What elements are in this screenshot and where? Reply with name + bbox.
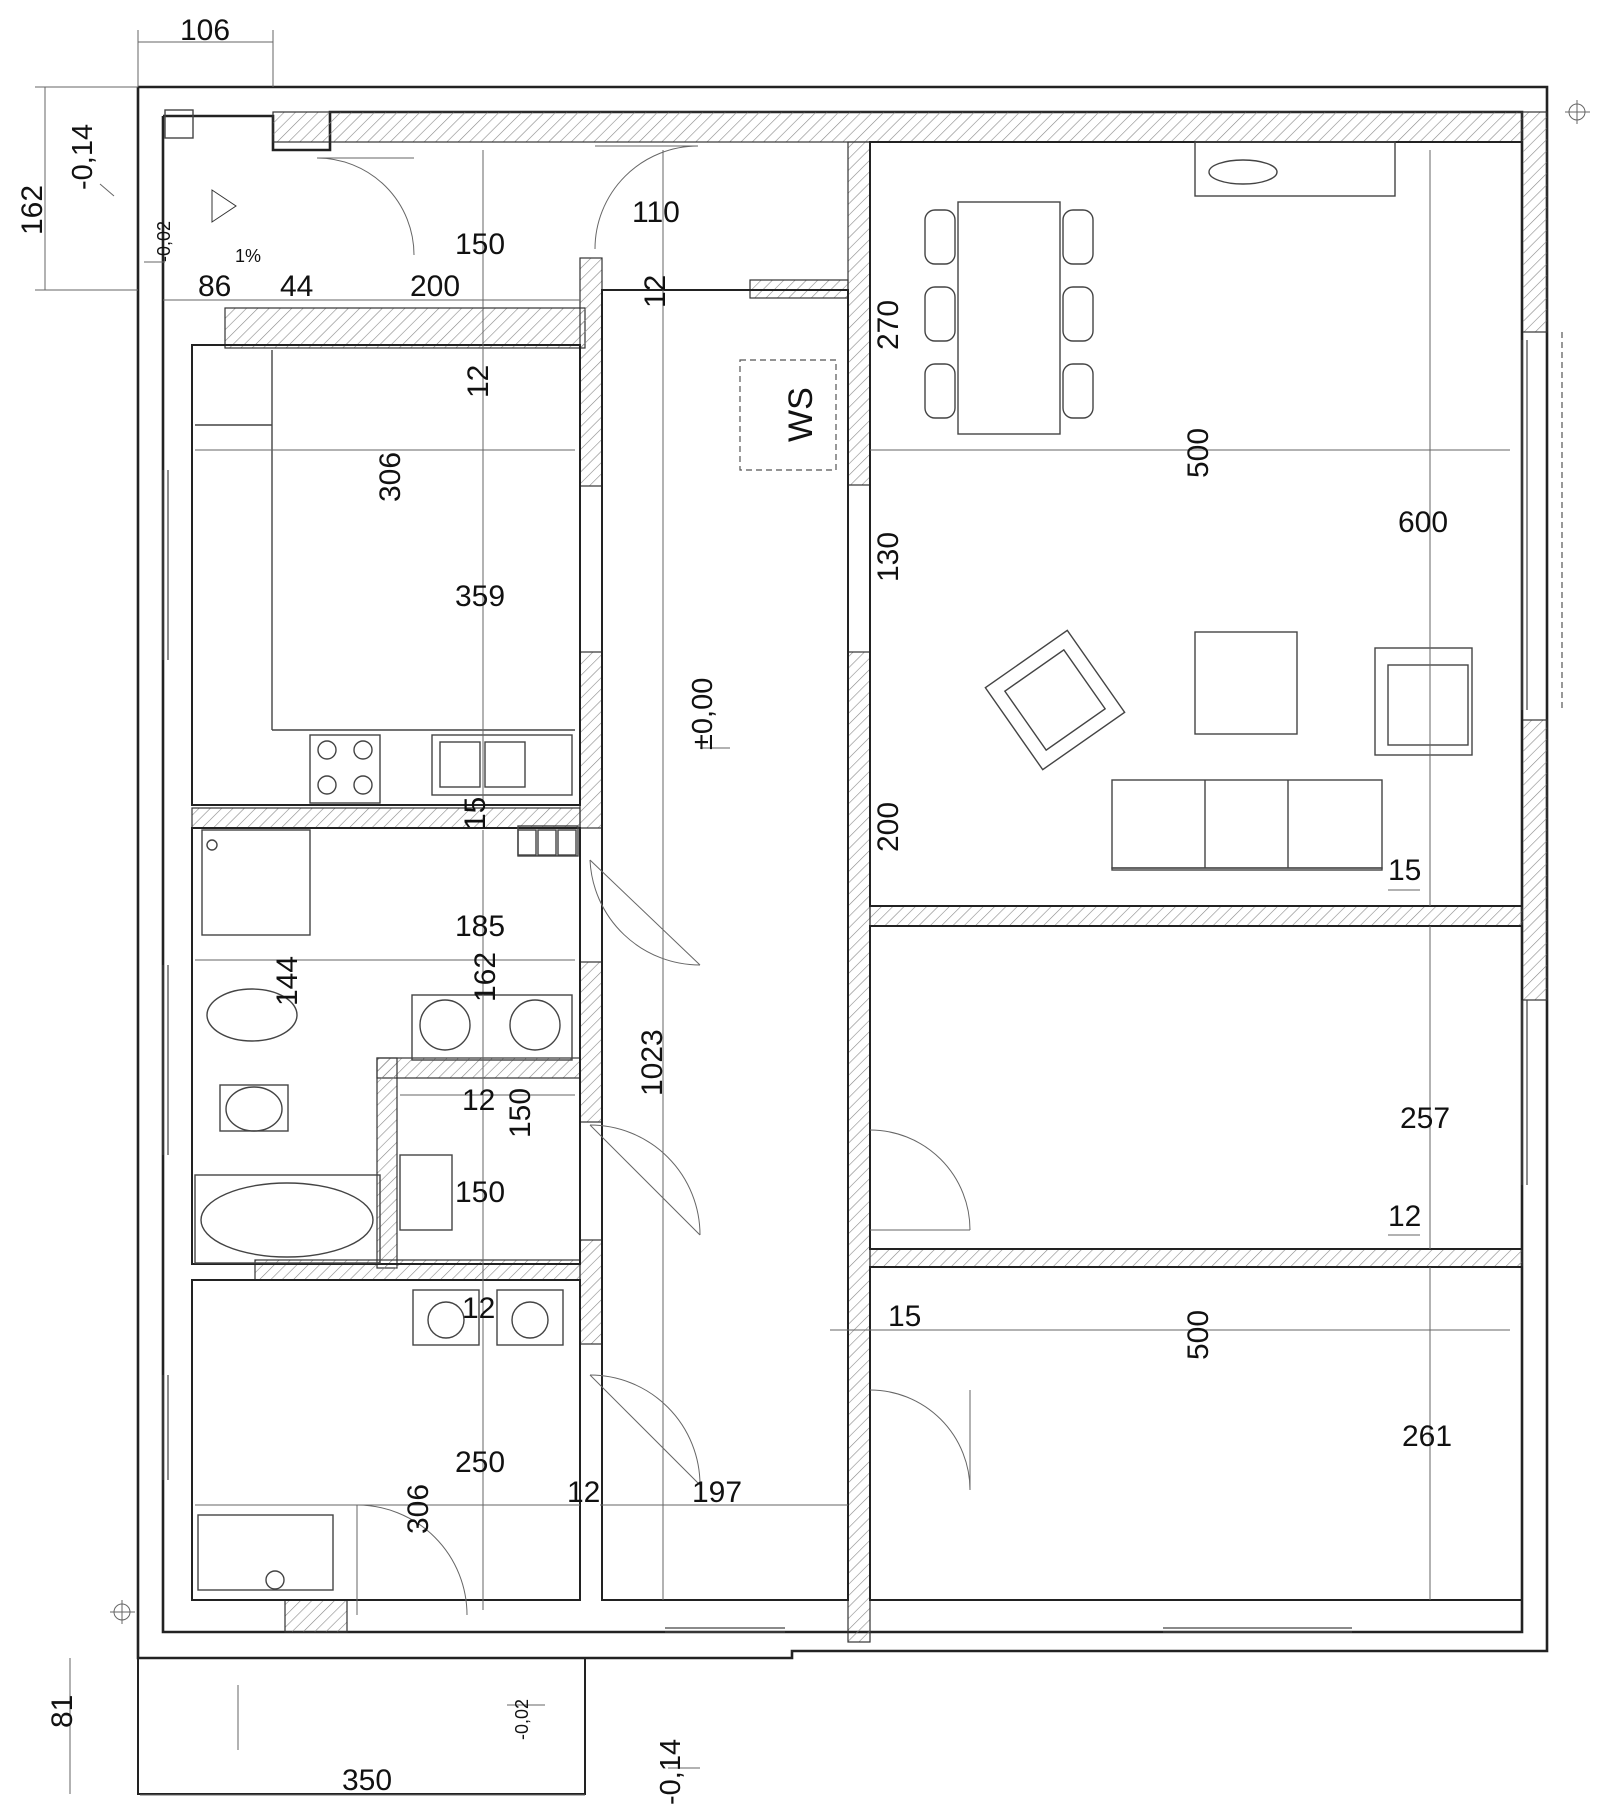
kitchen-fixtures — [195, 350, 579, 857]
dim-wc-width: 150 — [455, 1176, 505, 1209]
dim-bed2-wall: 15 — [888, 1300, 921, 1333]
dim-hall-width: 197 — [692, 1476, 742, 1509]
dim-vestibule-44: 44 — [280, 270, 313, 303]
dim-door-110: 110 — [632, 196, 680, 229]
dim-kitchen-depth: 306 — [374, 452, 407, 502]
dim-wc-wall: 12 — [462, 1084, 495, 1117]
dim-hall-length: 1023 — [636, 1029, 669, 1096]
dim-living-length: 600 — [1398, 506, 1448, 539]
dim-bed1-depth: 257 — [1400, 1102, 1450, 1135]
dim-porch-depth: 81 — [46, 1695, 79, 1728]
dim-bath-width: 185 — [455, 910, 505, 943]
dim-bed1-wall2: 12 — [1388, 1200, 1421, 1233]
dim-vestibule-depth: 150 — [455, 228, 505, 261]
dimension-lines — [35, 30, 1510, 1796]
dim-hall-wall-bottom: 12 — [567, 1476, 600, 1509]
gas-meters — [517, 829, 577, 856]
bathroom-fixtures — [194, 829, 573, 1591]
dim-living-270: 270 — [872, 300, 905, 350]
shaft — [164, 109, 194, 139]
level-markers — [99, 100, 1590, 1769]
dim-bed1-wall: 15 — [1388, 854, 1421, 887]
dim-porch-width: 350 — [342, 1764, 392, 1797]
slope-label: 1% — [235, 246, 261, 266]
dim-utility-depth: 250 — [455, 1446, 505, 1479]
dim-bath-144: 144 — [271, 956, 304, 1006]
dim-kitchen-length: 359 — [455, 580, 505, 613]
dim-bath-wall: 15 — [459, 797, 492, 830]
level-outside-bottom: -0,14 — [655, 1739, 687, 1805]
dim-left-height: 162 — [16, 185, 49, 235]
level-hall: ±0,00 — [687, 678, 719, 750]
dim-bed2-depth: 261 — [1402, 1420, 1452, 1453]
dim-wc-depth: 150 — [504, 1088, 537, 1138]
dim-utility-width: 306 — [402, 1484, 435, 1534]
level-outside-top: -0,14 — [67, 124, 99, 190]
dim-bath-162: 162 — [469, 952, 502, 1002]
dim-living-width: 500 — [1182, 428, 1215, 478]
doors — [316, 145, 971, 1616]
dim-vestibule-width: 200 — [410, 270, 460, 303]
dim-living-200: 200 — [872, 802, 905, 852]
dim-living-130: 130 — [872, 532, 905, 582]
living-furniture — [984, 629, 1473, 871]
ws-label: WS — [782, 387, 820, 442]
dim-top-width: 106 — [180, 14, 230, 47]
dim-hall-wall-top: 12 — [639, 275, 672, 308]
dim-utility-wall: 12 — [462, 1292, 495, 1325]
windows — [162, 332, 1563, 1633]
ws-box — [739, 359, 837, 471]
dim-vestibule-86: 86 — [198, 270, 231, 303]
level-porch: -0,02 — [512, 1699, 532, 1740]
level-entry: -0,02 — [154, 221, 174, 262]
dining-table — [924, 141, 1396, 435]
dim-kitchen-wall: 12 — [462, 365, 495, 398]
dim-bed2-width: 500 — [1182, 1310, 1215, 1360]
